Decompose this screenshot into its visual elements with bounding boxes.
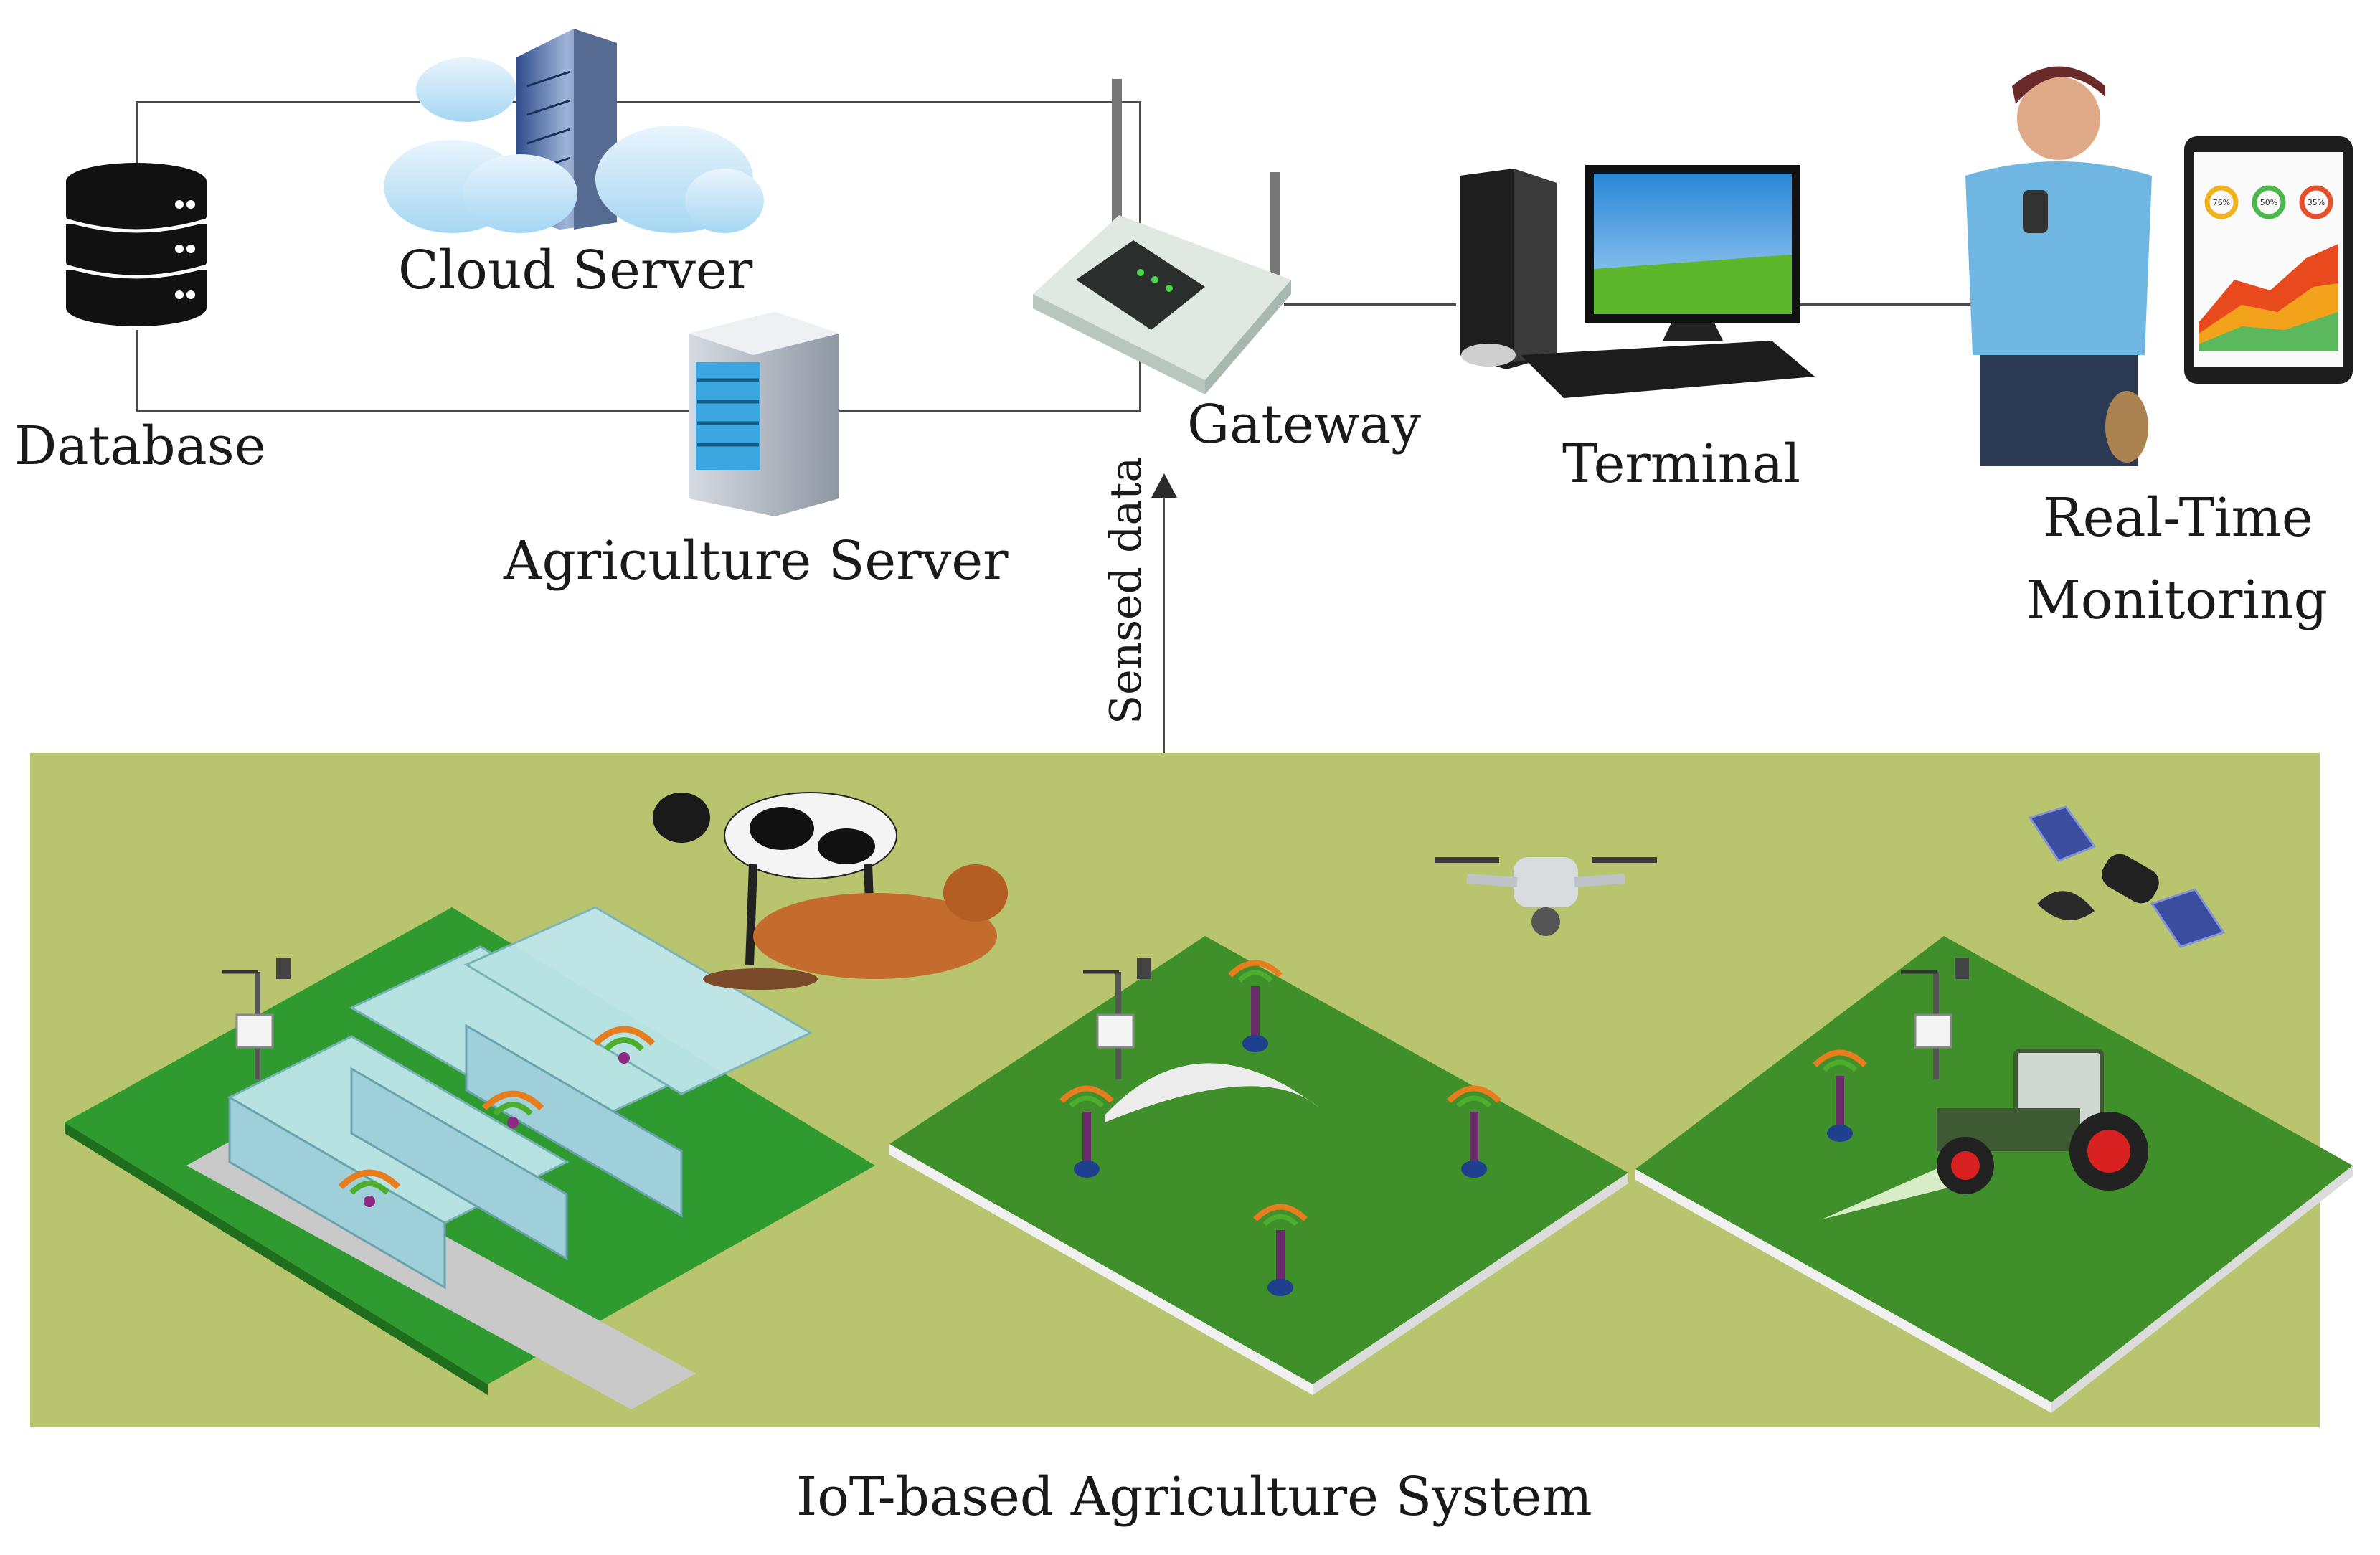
cow-icon	[653, 792, 1008, 990]
tablet-gauge-2: 50%	[2260, 198, 2277, 207]
wifi-signal-icon	[338, 1169, 401, 1207]
link-sensed-data	[1163, 495, 1165, 753]
agriculture-server-label: Agriculture Server	[504, 530, 1009, 592]
terminal-computer-icon	[1460, 165, 1815, 398]
link-terminal-monitoring	[1772, 303, 1987, 306]
crop-field-right	[1635, 936, 2353, 1413]
soil-sensor-icon	[1447, 1085, 1501, 1178]
drone-icon	[1435, 857, 1657, 936]
link-bottom	[136, 410, 1141, 412]
sprinkler-spray	[1105, 1063, 1320, 1122]
weather-station-icon	[222, 958, 291, 1079]
weather-station-icon	[1083, 958, 1151, 1079]
terminal-label: Terminal	[1562, 433, 1801, 495]
link-left-lower	[136, 330, 138, 412]
sensed-data-label: Sensed data	[1101, 456, 1151, 724]
database-icon	[65, 163, 207, 326]
monitoring-label-1: Real-Time	[2043, 487, 2313, 549]
database-label: Database	[14, 415, 266, 477]
satellite-icon	[2028, 805, 2226, 948]
diagram-caption: IoT-based Agriculture System	[796, 1466, 1592, 1528]
link-top	[136, 101, 1141, 103]
cloud-server-icon	[384, 29, 764, 233]
tablet-gauge-3: 35%	[2308, 198, 2325, 207]
wifi-signal-icon	[481, 1090, 544, 1128]
soil-sensor-icon	[1813, 1049, 1867, 1142]
soil-sensor-icon	[1228, 960, 1283, 1052]
farmer-photo	[1965, 66, 2152, 466]
tablet-icon: 76% 50% 35%	[2184, 136, 2353, 384]
arrow-head-icon	[1151, 473, 1177, 498]
soil-sensor-icon	[1059, 1085, 1114, 1178]
link-gateway-terminal	[1284, 303, 1456, 306]
tablet-gauge-1: 76%	[2213, 198, 2230, 207]
gateway-router-icon	[1033, 79, 1291, 394]
soil-sensor-icon	[1253, 1204, 1308, 1296]
monitoring-label-2: Monitoring	[2026, 569, 2328, 631]
agriculture-server-icon	[689, 312, 839, 516]
wifi-signal-icon	[592, 1026, 656, 1064]
tractor-icon	[1937, 1049, 2148, 1194]
gateway-label: Gateway	[1187, 394, 1422, 455]
crop-field-middle	[889, 936, 1628, 1395]
link-left	[136, 101, 138, 166]
weather-station-icon	[1901, 958, 1969, 1079]
cloud-server-label: Cloud Server	[398, 240, 753, 301]
